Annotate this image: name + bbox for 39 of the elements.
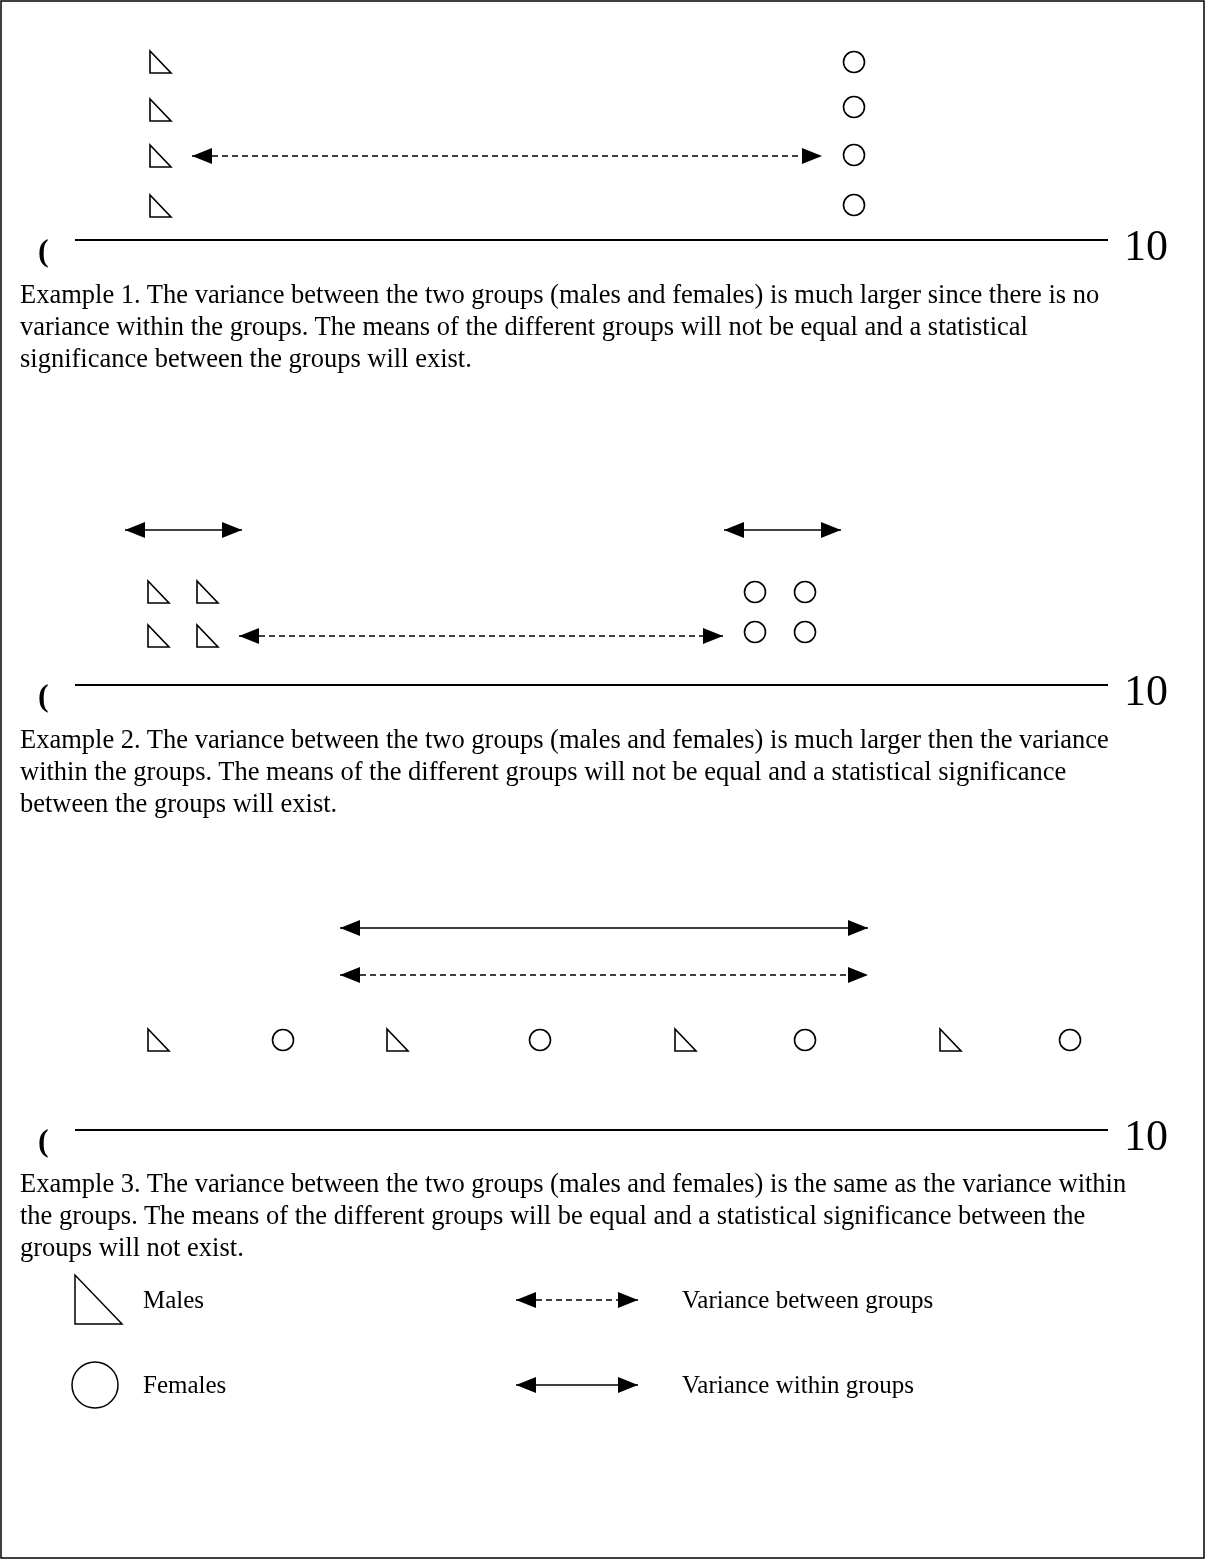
caption: Example 2. The variance between the two groups (males and females) is much larger then the variance within the groups. The means of the different groups will not be equal and a statistical significance between the groups will exist. (20, 723, 1110, 819)
axis-end-label: 10 (1124, 1114, 1168, 1158)
triangle-symbol (673, 1028, 697, 1052)
circle-symbol (743, 580, 767, 604)
bracket-mark: ( (38, 1124, 49, 1156)
triangle-symbol (938, 1028, 962, 1052)
circle-symbol (793, 1028, 817, 1052)
legend-label: Variance within groups (682, 1372, 914, 1397)
circle-symbol (793, 620, 817, 644)
triangle-symbol (146, 1028, 170, 1052)
triangle-symbol (148, 50, 172, 74)
caption: Example 3. The variance between the two groups (males and females) is the same as the variance within the groups. The means of the different groups will be equal and a statistical significance between the groups will not exist. (20, 1167, 1128, 1263)
legend-label: Variance between groups (682, 1287, 934, 1312)
arrow (238, 628, 724, 644)
triangle-symbol (385, 1028, 409, 1052)
axis-end-label: 10 (1124, 669, 1168, 713)
circle-symbol (793, 580, 817, 604)
circle-symbol (842, 95, 866, 119)
triangle-symbol (148, 194, 172, 218)
arrow (191, 148, 823, 164)
circle-symbol (842, 193, 866, 217)
legend-label: Females (143, 1372, 227, 1397)
caption: Example 1. The variance between the two groups (males and females) is much larger since there is no variance within the groups. The means of the different groups will not be equal and a statistical significance between the groups will exist. (20, 278, 1101, 374)
triangle-symbol (195, 580, 219, 604)
triangle-symbol (148, 144, 172, 168)
triangle-symbol (146, 580, 170, 604)
circle-symbol (528, 1028, 552, 1052)
legend-label: Males (143, 1287, 205, 1312)
bracket-mark: ( (38, 234, 49, 266)
triangle-symbol (148, 98, 172, 122)
triangle-symbol (195, 624, 219, 648)
circle-symbol (271, 1028, 295, 1052)
circle-symbol (842, 50, 866, 74)
axis-end-label: 10 (1124, 224, 1168, 268)
circle-symbol (1058, 1028, 1082, 1052)
bracket-mark: ( (38, 679, 49, 711)
circle-symbol (842, 143, 866, 167)
circle-symbol (743, 620, 767, 644)
triangle-symbol (146, 624, 170, 648)
